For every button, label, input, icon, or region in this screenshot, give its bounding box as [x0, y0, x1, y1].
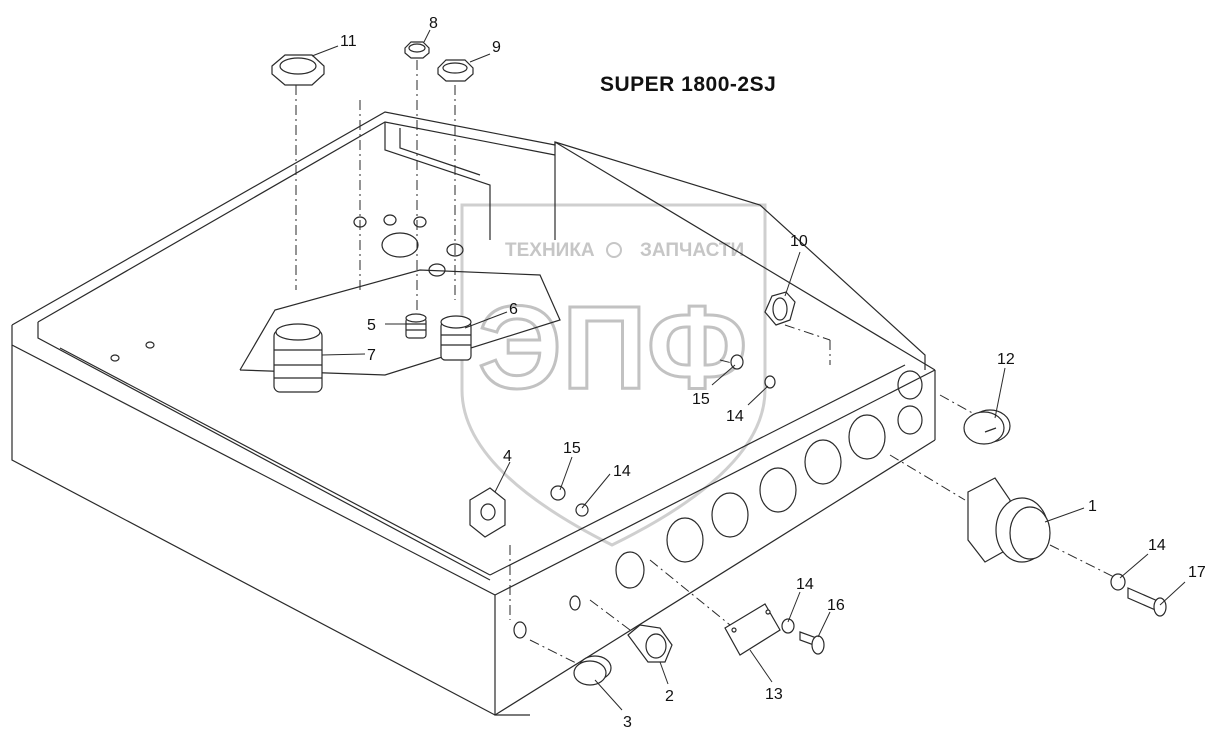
part-1-socket — [967, 477, 1051, 563]
callout-3: 3 — [623, 714, 632, 731]
callout-16: 16 — [827, 597, 845, 614]
callout-14-bottom: 14 — [796, 576, 814, 593]
gear-icon — [606, 242, 622, 258]
callout-5: 5 — [367, 317, 376, 334]
part-17-screw — [1127, 587, 1167, 617]
part-5-cable-gland — [405, 313, 427, 339]
callout-15-upper: 15 — [692, 391, 710, 408]
callout-13: 13 — [765, 686, 783, 703]
part-2-connector — [627, 624, 673, 663]
callout-17: 17 — [1188, 564, 1206, 581]
part-13-cover-plate — [724, 603, 781, 656]
watermark-logo: ЭПФ — [478, 282, 747, 414]
callout-15-lower: 15 — [563, 440, 581, 457]
leader-lines — [311, 29, 1186, 711]
watermark-left-word: ТЕХНИКА — [505, 240, 595, 261]
part-7-cable-gland — [273, 323, 323, 393]
watermark-right-word: ЗАПЧАСТИ — [640, 240, 744, 261]
callout-12: 12 — [997, 351, 1015, 368]
callout-9: 9 — [492, 39, 501, 56]
callout-6: 6 — [509, 301, 518, 318]
watermark: ТЕХНИКА ЗАПЧАСТИ ЭПФ — [460, 203, 767, 547]
part-9-nut — [437, 59, 474, 82]
callout-14-right: 14 — [1148, 537, 1166, 554]
part-16-screw — [799, 631, 825, 655]
callout-2: 2 — [665, 688, 674, 705]
part-12-cap — [963, 409, 1011, 445]
part-4-clamp — [469, 487, 506, 538]
callout-14-lower: 14 — [613, 463, 631, 480]
assembly-lines — [295, 60, 1121, 666]
part-3-cap — [573, 655, 612, 686]
callout-4: 4 — [503, 448, 512, 465]
enclosure-box — [11, 111, 936, 716]
callout-14-upper: 14 — [726, 408, 744, 425]
callout-labels: 11 8 9 10 5 6 7 12 15 14 4 15 14 1 14 17… — [340, 15, 1206, 731]
washers — [550, 354, 1126, 634]
part-8-nut — [404, 41, 430, 59]
part-6-cable-gland — [440, 315, 472, 361]
callout-11: 11 — [340, 33, 357, 50]
callout-1: 1 — [1088, 498, 1097, 515]
callout-8: 8 — [429, 15, 438, 32]
part-11-nut — [271, 54, 325, 86]
part-10-nut — [764, 291, 796, 326]
diagram-title: SUPER 1800-2SJ — [600, 73, 777, 96]
callout-10: 10 — [790, 233, 808, 250]
callout-7: 7 — [367, 347, 376, 364]
